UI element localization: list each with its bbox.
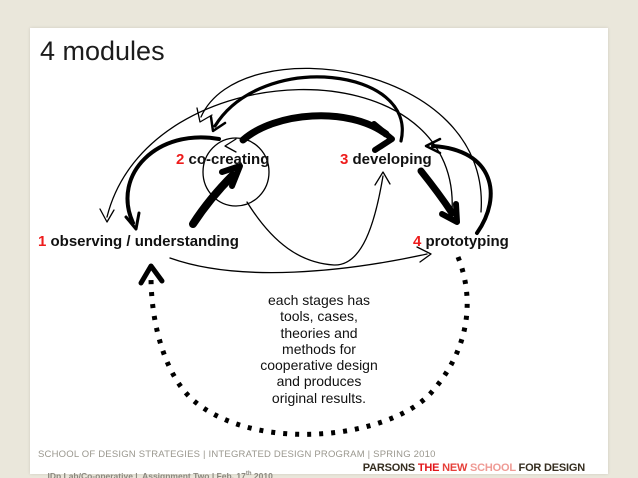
node-number-2: 2 xyxy=(176,151,185,168)
node-label-co-creating: co-creating xyxy=(184,151,270,168)
node-observing-understanding: 1 observing / understanding xyxy=(38,233,239,250)
footer-assignment-text: IDp Lab/Co-operative | Assignment Two | … xyxy=(47,471,246,478)
node-number-1: 1 xyxy=(38,233,47,250)
logo-part-new: NEW xyxy=(442,462,471,474)
logo-part-parsons: PARSONS xyxy=(362,462,418,474)
node-prototyping: 4 prototyping xyxy=(413,233,509,250)
logo-part-school: SCHOOL xyxy=(470,462,519,474)
logo-part-for-design: FOR DESIGN xyxy=(518,462,586,474)
node-label-observing: observing / understanding xyxy=(46,233,239,250)
node-co-creating: 2 co-creating xyxy=(176,151,269,168)
slide-surface xyxy=(30,28,608,474)
parsons-logo: PARSONS THE NEW SCHOOL FOR DESIGN xyxy=(351,450,585,478)
footer-date-ordinal: th xyxy=(245,471,252,478)
center-annotation: each stages has tools, cases, theories a… xyxy=(260,292,378,406)
node-label-developing: developing xyxy=(348,151,432,168)
node-number-4: 4 xyxy=(413,233,422,250)
footer-program-line: SCHOOL OF DESIGN STRATEGIES | INTEGRATED… xyxy=(38,449,436,460)
slide-title: 4 modules xyxy=(40,36,165,66)
node-label-prototyping: prototyping xyxy=(421,233,509,250)
node-number-3: 3 xyxy=(340,151,349,168)
footer-assignment-line: IDp Lab/Co-operative | Assignment Two | … xyxy=(38,461,273,478)
footer-year: 2010 xyxy=(251,471,273,478)
logo-part-the: THE xyxy=(417,462,443,474)
node-developing: 3 developing xyxy=(340,151,432,168)
